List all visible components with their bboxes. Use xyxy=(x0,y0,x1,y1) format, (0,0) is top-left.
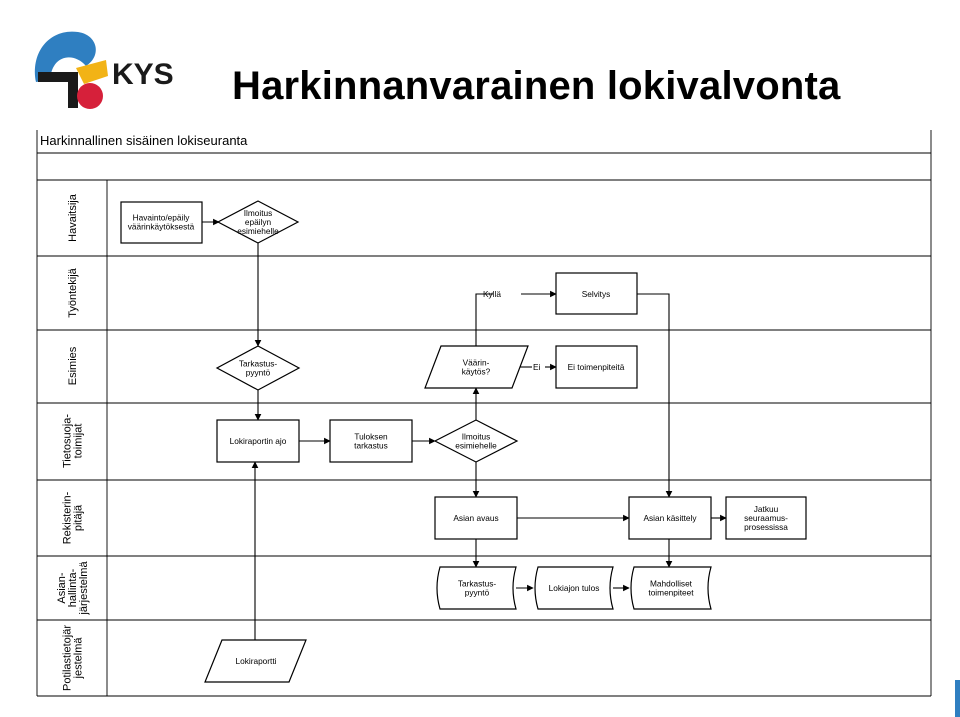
node-label-ei-toimenpiteita: Ei toimenpiteitä xyxy=(568,362,625,372)
lane-label-line: toimijat xyxy=(73,424,85,459)
lane-label: Havaitsija xyxy=(67,193,79,242)
node-selvitys xyxy=(555,272,638,315)
lane-label-line: Rekisterin- xyxy=(62,491,74,544)
node-label-line: Asian avaus xyxy=(453,513,498,523)
node-label-line: Tuloksen xyxy=(354,432,388,442)
lane-label-line: hallinta- xyxy=(67,568,79,607)
node-label-line: tarkastus xyxy=(354,441,388,451)
node-label-line: Asian käsittely xyxy=(643,513,697,523)
node-label-line: Ilmoitus xyxy=(462,432,491,442)
node-label-line: Selvitys xyxy=(582,289,611,299)
lane-label-line: Potilastietojär xyxy=(62,625,74,691)
logo-cross-vertical xyxy=(68,72,78,108)
node-label-line: Ei toimenpiteitä xyxy=(568,362,625,372)
node-label-tarkastuspyynto-2: Tarkastus-pyyntö xyxy=(458,579,497,598)
node-label-line: pyyntö xyxy=(246,368,271,378)
node-tuloksen-tarkastus xyxy=(329,419,413,463)
edge-label-kylla: Kyllä xyxy=(483,289,501,299)
edge-selvitys-kasittely xyxy=(637,293,673,498)
lane-label-line: Havaitsija xyxy=(67,193,79,242)
node-label-line: Lokiraportin ajo xyxy=(230,436,287,446)
diagram-frame xyxy=(36,130,932,697)
lane-label-line: Tietosuoja- xyxy=(62,414,74,468)
kys-logo: KYS xyxy=(34,31,174,109)
node-label-line: Ilmoitus xyxy=(244,208,273,218)
node-label-line: prosessissa xyxy=(744,522,788,532)
lane-label-line: Työntekijä xyxy=(67,267,79,317)
lane-labels: HavaitsijaTyöntekijäEsimiesTietosuoja-to… xyxy=(56,193,90,691)
node-label-lokiajon-tulos: Lokiajon tulos xyxy=(549,583,600,593)
node-label-line: Lokiajon tulos xyxy=(549,583,600,593)
node-label-line: seuraamus- xyxy=(744,513,788,523)
node-ilmoitus-esimiehelle-1 xyxy=(216,200,300,244)
lane-label: Työntekijä xyxy=(67,267,79,317)
node-label-lokiraportin-ajo: Lokiraportin ajo xyxy=(230,436,287,446)
node-vaarinkaytos xyxy=(424,345,529,389)
connectors xyxy=(202,218,727,640)
node-label-line: Väärin- xyxy=(463,358,490,368)
node-label-asian-kasittely: Asian käsittely xyxy=(643,513,697,523)
node-label-lokiraportti: Lokiraportti xyxy=(235,656,276,666)
node-label-line: pyyntö xyxy=(465,588,490,598)
logo-red-circle xyxy=(77,83,103,109)
node-label-line: Mahdolliset xyxy=(650,579,693,589)
shapes xyxy=(120,200,807,683)
logo-text: KYS xyxy=(112,58,174,91)
node-havainto xyxy=(120,201,203,244)
node-label-line: epäilyn xyxy=(245,217,272,227)
lane-label-line: Esimies xyxy=(67,346,79,385)
lane-label-line: pitäjä xyxy=(73,504,85,531)
node-label-line: käytös? xyxy=(462,367,491,377)
logo-blue-arc xyxy=(34,31,96,82)
node-lokiraportti xyxy=(204,639,307,683)
logo-yellow-shape xyxy=(76,60,108,84)
edge-vaarinkaytos-kylla xyxy=(475,293,493,346)
node-asian-avaus xyxy=(434,496,518,540)
node-lokiajon-tulos xyxy=(534,566,614,610)
node-label-line: toimenpiteet xyxy=(648,588,694,598)
node-ei-toimenpiteita xyxy=(555,345,638,389)
node-jatkuu xyxy=(725,496,807,540)
lane-label: Tietosuoja-toimijat xyxy=(62,414,85,468)
node-label-vaarinkaytos: Väärin-käytös? xyxy=(462,358,491,377)
node-label-line: esimiehelle xyxy=(455,441,497,451)
lane-label-line: Asian- xyxy=(56,572,68,604)
node-label-line: Havainto/epäily xyxy=(133,213,191,223)
node-label-tarkastuspyynto-1: Tarkastus-pyyntö xyxy=(239,359,278,378)
node-label-asian-avaus: Asian avaus xyxy=(453,513,498,523)
lane-label-line: jestelmä xyxy=(73,637,85,680)
page-title: Harkinnanvarainen lokivalvonta xyxy=(232,64,841,108)
node-label-line: väärinkäytöksestä xyxy=(128,222,195,232)
node-ilmoitus-esimiehelle-2 xyxy=(433,419,519,463)
edge-label-ei: Ei xyxy=(533,362,541,372)
node-label-line: Tarkastus- xyxy=(458,579,497,589)
diagram-heading: Harkinnallinen sisäinen lokiseuranta xyxy=(40,133,248,148)
lane-label: Potilastietojärjestelmä xyxy=(62,625,85,691)
node-lokiraportin-ajo xyxy=(216,419,300,463)
node-tarkastuspyynto-1 xyxy=(215,345,301,391)
node-tarkastuspyynto-2 xyxy=(436,566,517,610)
node-label-line: Jatkuu xyxy=(754,504,779,514)
lane-label: Rekisterin-pitäjä xyxy=(62,491,85,544)
lane-label: Asian-hallinta-järjestelmä xyxy=(56,561,90,616)
node-label-line: esimiehelle xyxy=(237,226,279,236)
node-label-line: Tarkastus- xyxy=(239,359,278,369)
lane-label-line: järjestelmä xyxy=(78,561,90,616)
node-asian-kasittely xyxy=(628,496,712,540)
node-mahdolliset-toimenpiteet xyxy=(630,566,712,610)
lane-label: Esimies xyxy=(67,346,79,385)
node-label-line: Lokiraportti xyxy=(235,656,276,666)
node-label-selvitys: Selvitys xyxy=(582,289,611,299)
right-edge-bar xyxy=(955,680,960,717)
logo-cross-horizontal xyxy=(38,72,74,82)
